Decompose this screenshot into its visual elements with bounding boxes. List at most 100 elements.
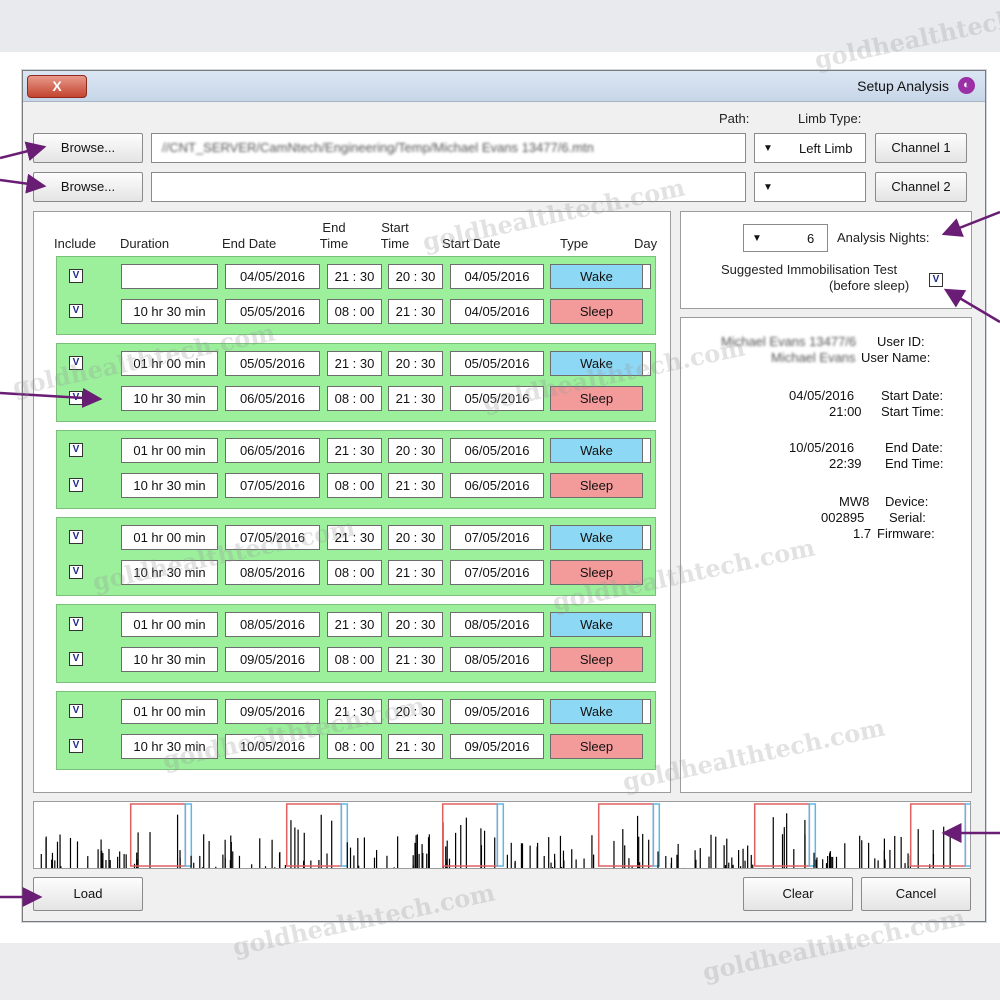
end-date-field[interactable]: 04/05/2016 <box>225 264 320 289</box>
type-field[interactable]: Wake <box>550 438 643 463</box>
type-field[interactable]: Sleep <box>550 299 643 324</box>
include-checkbox[interactable]: V <box>69 530 83 544</box>
end-date-field[interactable]: 09/05/2016 <box>225 699 320 724</box>
start-date-field[interactable]: 05/05/2016 <box>450 386 544 411</box>
start-time-field[interactable]: 20 : 30 <box>388 264 443 289</box>
schedule-panel: Day Type Start Date Start Time End Time … <box>33 211 671 793</box>
end-date-field[interactable]: 08/05/2016 <box>225 560 320 585</box>
end-date-field[interactable]: 06/05/2016 <box>225 386 320 411</box>
start-date-field[interactable]: 07/05/2016 <box>450 525 544 550</box>
start-time-field[interactable]: 20 : 30 <box>388 699 443 724</box>
end-date-field[interactable]: 05/05/2016 <box>225 351 320 376</box>
include-checkbox[interactable]: V <box>69 652 83 666</box>
channel-2-browse-button[interactable]: Browse... <box>33 172 143 202</box>
duration-field[interactable]: 10 hr 30 min <box>121 647 218 672</box>
end-time-field[interactable]: 21 : 30 <box>327 351 382 376</box>
end-date-field[interactable]: 09/05/2016 <box>225 647 320 672</box>
type-field[interactable]: Sleep <box>550 386 643 411</box>
duration-field[interactable]: 10 hr 30 min <box>121 299 218 324</box>
start-time-field[interactable]: 21 : 30 <box>388 386 443 411</box>
end-time-field[interactable]: 21 : 30 <box>327 612 382 637</box>
type-field[interactable]: Wake <box>550 351 643 376</box>
load-button[interactable]: Load <box>33 877 143 911</box>
include-checkbox[interactable]: V <box>69 356 83 370</box>
include-checkbox[interactable]: V <box>69 617 83 631</box>
end-date-field[interactable]: 10/05/2016 <box>225 734 320 759</box>
start-date-field[interactable]: 06/05/2016 <box>450 473 544 498</box>
end-time-field[interactable]: 08 : 00 <box>327 299 382 324</box>
duration-field[interactable]: 01 hr 00 min <box>121 525 218 550</box>
start-time-field[interactable]: 21 : 30 <box>388 299 443 324</box>
duration-field[interactable]: 01 hr 00 min <box>121 438 218 463</box>
start-date-field[interactable]: 04/05/2016 <box>450 299 544 324</box>
duration-field[interactable]: 01 hr 00 min <box>121 612 218 637</box>
duration-field[interactable]: 01 hr 00 min <box>121 699 218 724</box>
end-date-field[interactable]: 07/05/2016 <box>225 525 320 550</box>
type-field[interactable]: Sleep <box>550 560 643 585</box>
duration-field[interactable]: 10 hr 30 min <box>121 473 218 498</box>
duration-field[interactable]: 10 hr 30 min <box>121 386 218 411</box>
type-field[interactable]: Wake <box>550 525 643 550</box>
channel-2-button[interactable]: Channel 2 <box>875 172 967 202</box>
end-time-field[interactable]: 21 : 30 <box>327 438 382 463</box>
start-time-field[interactable]: 20 : 30 <box>388 351 443 376</box>
start-time-field[interactable]: 20 : 30 <box>388 612 443 637</box>
end-time-field[interactable]: 08 : 00 <box>327 734 382 759</box>
clear-button[interactable]: Clear <box>743 877 853 911</box>
type-field[interactable]: Sleep <box>550 647 643 672</box>
start-date-field[interactable]: 07/05/2016 <box>450 560 544 585</box>
include-checkbox[interactable]: V <box>69 739 83 753</box>
start-time-field[interactable]: 20 : 30 <box>388 438 443 463</box>
type-field[interactable]: Wake <box>550 264 643 289</box>
analysis-nights-select[interactable]: ▼ 6 <box>743 224 828 252</box>
duration-field[interactable]: 01 hr 00 min <box>121 351 218 376</box>
end-time-field[interactable]: 08 : 00 <box>327 647 382 672</box>
duration-field[interactable]: 10 hr 30 min <box>121 560 218 585</box>
start-time-field[interactable]: 21 : 30 <box>388 647 443 672</box>
end-time-field[interactable]: 08 : 00 <box>327 386 382 411</box>
start-time-field[interactable]: 21 : 30 <box>388 734 443 759</box>
close-button[interactable]: X <box>27 75 87 98</box>
start-date-field[interactable]: 05/05/2016 <box>450 351 544 376</box>
end-time-field[interactable]: 21 : 30 <box>327 699 382 724</box>
start-date-field[interactable]: 09/05/2016 <box>450 699 544 724</box>
start-time-field[interactable]: 20 : 30 <box>388 525 443 550</box>
include-checkbox[interactable]: V <box>69 704 83 718</box>
channel-1-browse-button[interactable]: Browse... <box>33 133 143 163</box>
end-date-value: 10/05/2016 <box>789 440 855 455</box>
channel-1-path-field[interactable]: //CNT_SERVER/CamNtech/Engineering/Temp/M… <box>151 133 746 163</box>
start-date-field[interactable]: 04/05/2016 <box>450 264 544 289</box>
type-field[interactable]: Wake <box>550 612 643 637</box>
start-date-field[interactable]: 08/05/2016 <box>450 647 544 672</box>
include-checkbox[interactable]: V <box>69 565 83 579</box>
include-checkbox[interactable]: V <box>69 443 83 457</box>
end-time-field[interactable]: 21 : 30 <box>327 525 382 550</box>
channel-1-button[interactable]: Channel 1 <box>875 133 967 163</box>
include-checkbox[interactable]: V <box>69 304 83 318</box>
end-time-field[interactable]: 08 : 00 <box>327 473 382 498</box>
start-time-field[interactable]: 21 : 30 <box>388 473 443 498</box>
channel-2-path-field[interactable] <box>151 172 746 202</box>
end-date-field[interactable]: 07/05/2016 <box>225 473 320 498</box>
start-date-field[interactable]: 08/05/2016 <box>450 612 544 637</box>
cancel-button[interactable]: Cancel <box>861 877 971 911</box>
end-date-field[interactable]: 05/05/2016 <box>225 299 320 324</box>
channel-1-limb-select[interactable]: ▼ Left Limb <box>754 133 866 163</box>
include-checkbox[interactable]: V <box>69 269 83 283</box>
immobilisation-test-checkbox[interactable]: V <box>929 273 943 287</box>
type-field[interactable]: Sleep <box>550 473 643 498</box>
start-time-field[interactable]: 21 : 30 <box>388 560 443 585</box>
end-time-field[interactable]: 21 : 30 <box>327 264 382 289</box>
type-field[interactable]: Wake <box>550 699 643 724</box>
start-date-field[interactable]: 09/05/2016 <box>450 734 544 759</box>
end-date-field[interactable]: 06/05/2016 <box>225 438 320 463</box>
include-checkbox[interactable]: V <box>69 391 83 405</box>
include-checkbox[interactable]: V <box>69 478 83 492</box>
channel-2-limb-select[interactable]: ▼ <box>754 172 866 202</box>
start-date-field[interactable]: 06/05/2016 <box>450 438 544 463</box>
type-field[interactable]: Sleep <box>550 734 643 759</box>
duration-field[interactable] <box>121 264 218 289</box>
duration-field[interactable]: 10 hr 30 min <box>121 734 218 759</box>
end-time-field[interactable]: 08 : 00 <box>327 560 382 585</box>
end-date-field[interactable]: 08/05/2016 <box>225 612 320 637</box>
